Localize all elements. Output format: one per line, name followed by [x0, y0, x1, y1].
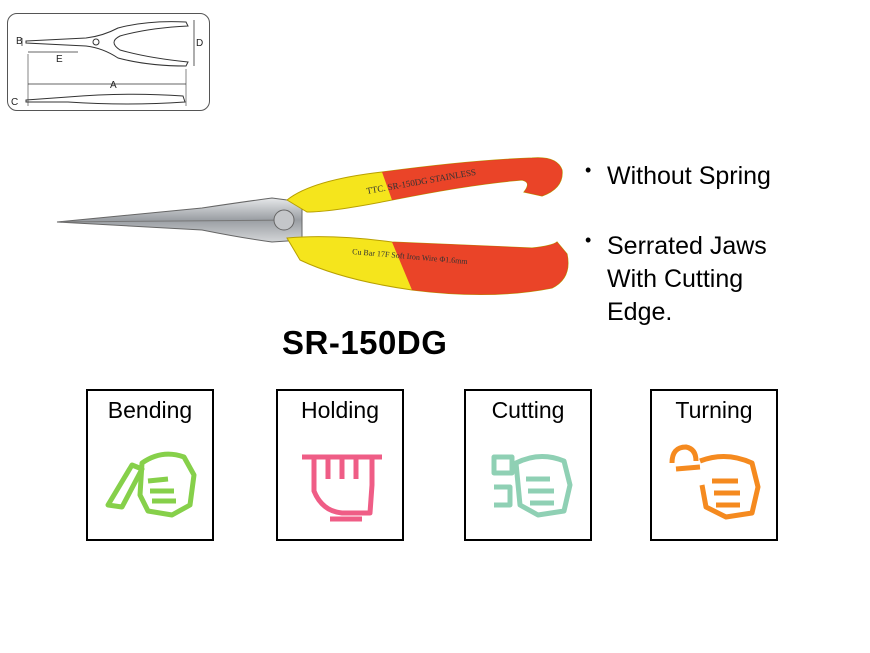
- function-label: Bending: [107, 397, 193, 423]
- bullet-icon: •: [585, 160, 592, 180]
- function-card-cutting: Cutting: [464, 389, 592, 541]
- function-card-bending: Bending: [86, 389, 214, 541]
- dim-label-b: B: [16, 36, 23, 47]
- bullet-icon: •: [585, 230, 592, 250]
- dim-label-d: D: [196, 38, 203, 49]
- feature-text: Serrated Jaws With Cutting Edge.: [607, 232, 767, 326]
- dim-label-c: C: [11, 97, 18, 108]
- pliers-product-image: TTC. SR-150DG STAINLESS Cu Bar 17F Soft …: [52, 150, 582, 315]
- dim-label-e: E: [56, 54, 63, 65]
- dim-label-a: A: [110, 80, 117, 91]
- function-label: Cutting: [491, 397, 565, 423]
- holding-fist-icon: [302, 454, 382, 522]
- turning-hand-icon: [669, 444, 761, 520]
- pliers-dimension-drawing: B E A C D: [11, 20, 203, 108]
- function-label: Holding: [301, 397, 379, 423]
- bending-hand-icon: [105, 451, 197, 518]
- long-nose-pliers-icon: TTC. SR-150DG STAINLESS Cu Bar 17F Soft …: [56, 157, 569, 296]
- dimension-diagram: B E A C D: [7, 13, 210, 111]
- function-card-turning: Turning: [650, 389, 778, 541]
- model-number: SR-150DG: [282, 324, 448, 361]
- cutting-hand-icon: [491, 454, 573, 518]
- function-card-holding: Holding: [276, 389, 404, 541]
- function-label: Turning: [675, 397, 753, 423]
- feature-text: Without Spring: [607, 162, 771, 190]
